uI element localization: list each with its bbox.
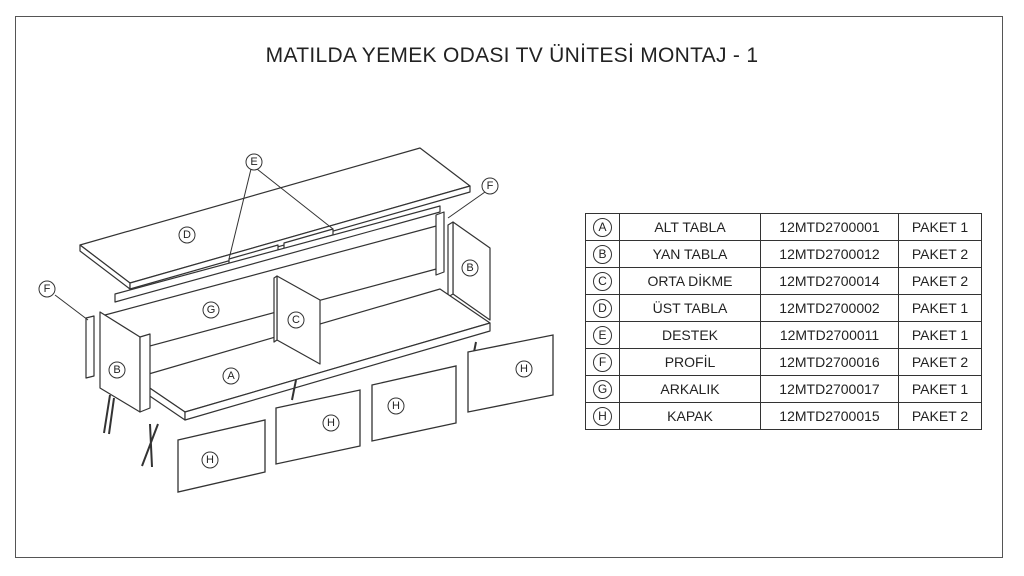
part-letter-cell: A xyxy=(585,213,620,241)
top-panel-d xyxy=(79,147,471,290)
back-panel-top-strip xyxy=(114,205,441,303)
callout-circles xyxy=(38,153,533,469)
part-letter-cell: C xyxy=(585,267,620,295)
part-letter-badge: H xyxy=(593,406,612,426)
drawing-title: MATILDA YEMEK ODASI TV ÜNİTESİ MONTAJ - … xyxy=(265,44,759,67)
legs xyxy=(103,341,477,468)
callout-h-door4: H xyxy=(520,363,528,375)
part-letter-cell: B xyxy=(585,240,620,268)
callout-f-right: F xyxy=(487,180,494,192)
part-code: 12MTD2700016 xyxy=(760,348,899,376)
left-profile-f xyxy=(85,315,95,379)
part-name: PROFİL xyxy=(619,348,761,376)
part-package: PAKET 2 xyxy=(898,402,982,430)
part-name: DESTEK xyxy=(619,321,761,349)
callout-g: G xyxy=(207,304,216,316)
top-panel-side-edge xyxy=(129,185,471,290)
part-name: ORTA DİKME xyxy=(619,267,761,295)
part-code: 12MTD2700001 xyxy=(760,213,899,241)
doors-h xyxy=(177,334,554,493)
part-letter-cell: E xyxy=(585,321,620,349)
part-package: PAKET 1 xyxy=(898,294,982,322)
callout-h-door2: H xyxy=(327,417,335,429)
callout-b-left: B xyxy=(113,364,120,376)
door-1 xyxy=(177,419,266,493)
part-package: PAKET 1 xyxy=(898,375,982,403)
part-code: 12MTD2700017 xyxy=(760,375,899,403)
part-code: 12MTD2700011 xyxy=(760,321,899,349)
part-code: 12MTD2700012 xyxy=(760,240,899,268)
part-package: PAKET 2 xyxy=(898,348,982,376)
callout-h-door1: H xyxy=(206,454,214,466)
callout-b-right: B xyxy=(466,262,473,274)
callout-e: E xyxy=(250,156,257,168)
part-name: ÜST TABLA xyxy=(619,294,761,322)
part-name: ALT TABLA xyxy=(619,213,761,241)
part-letter-badge: C xyxy=(593,271,612,291)
part-letter-badge: E xyxy=(593,325,612,345)
part-letter-cell: H xyxy=(585,402,620,430)
part-package: PAKET 1 xyxy=(898,213,982,241)
part-name: YAN TABLA xyxy=(619,240,761,268)
part-letter-cell: F xyxy=(585,348,620,376)
callout-f-left: F xyxy=(44,283,51,295)
callout-h-door3: H xyxy=(392,400,400,412)
part-package: PAKET 2 xyxy=(898,267,982,295)
callout-c: C xyxy=(292,314,300,326)
part-code: 12MTD2700014 xyxy=(760,267,899,295)
part-letter-cell: D xyxy=(585,294,620,322)
callout-a: A xyxy=(227,370,235,382)
right-profile-f xyxy=(435,211,445,276)
leader-lines xyxy=(54,168,486,321)
part-code: 12MTD2700015 xyxy=(760,402,899,430)
part-name: KAPAK xyxy=(619,402,761,430)
door-2 xyxy=(275,389,361,465)
part-package: PAKET 2 xyxy=(898,240,982,268)
part-package: PAKET 1 xyxy=(898,321,982,349)
part-letter-badge: G xyxy=(593,379,612,399)
door-4 xyxy=(467,334,554,413)
callout-d: D xyxy=(183,229,191,241)
part-letter-badge: D xyxy=(593,298,612,318)
part-code: 12MTD2700002 xyxy=(760,294,899,322)
part-letter-badge: A xyxy=(593,217,612,237)
part-name: ARKALIK xyxy=(619,375,761,403)
door-3 xyxy=(371,365,457,442)
drawing-frame xyxy=(15,16,1003,558)
part-letter-badge: F xyxy=(593,352,612,372)
part-letter-badge: B xyxy=(593,244,612,264)
part-letter-cell: G xyxy=(585,375,620,403)
